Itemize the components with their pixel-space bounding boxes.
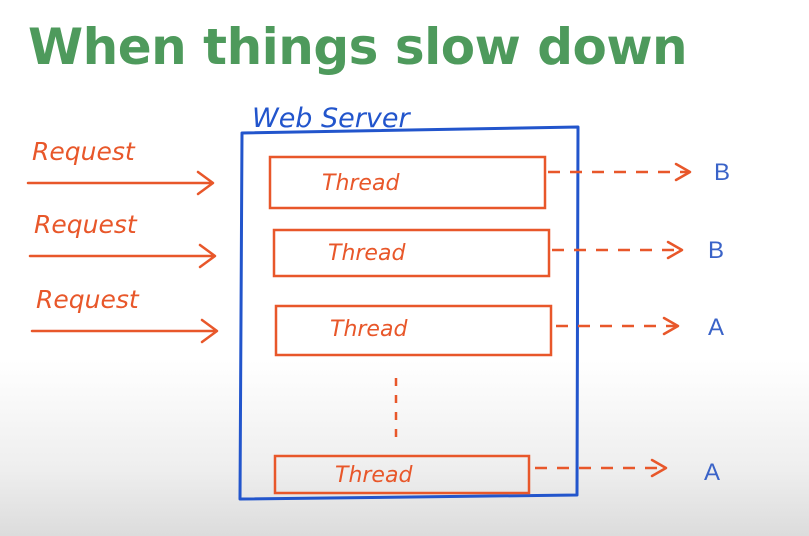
thread-label-2: Thread — [328, 241, 406, 266]
web-server-label: Web Server — [252, 103, 411, 134]
thread-label-4: Thread — [335, 463, 413, 488]
thread-response-arrowhead-3 — [662, 316, 680, 336]
request-label-3: Request — [36, 285, 140, 314]
request-label-1: Request — [32, 137, 136, 166]
request-arrow-3 — [30, 318, 219, 344]
thread-target-3: A — [708, 314, 724, 341]
thread-target-4: A — [704, 459, 720, 486]
thread-label-1: Thread — [322, 171, 400, 196]
thread-response-arrowhead-2 — [666, 240, 684, 260]
request-arrow-2 — [28, 243, 217, 269]
thread-target-2: B — [708, 237, 724, 264]
thread-response-arrowhead-4 — [650, 458, 668, 478]
thread-label-3: Thread — [330, 317, 408, 342]
thread-box-3 — [274, 304, 553, 357]
thread-box-1 — [268, 155, 547, 210]
slide-title: When things slow down — [28, 18, 688, 76]
web-server-box — [238, 125, 580, 501]
request-label-2: Request — [34, 210, 138, 239]
thread-response-arrowhead-1 — [674, 162, 692, 182]
thread-target-1: B — [714, 159, 730, 186]
thread-box-4 — [273, 454, 531, 495]
request-arrow-1 — [26, 170, 215, 196]
thread-box-2 — [272, 228, 551, 278]
